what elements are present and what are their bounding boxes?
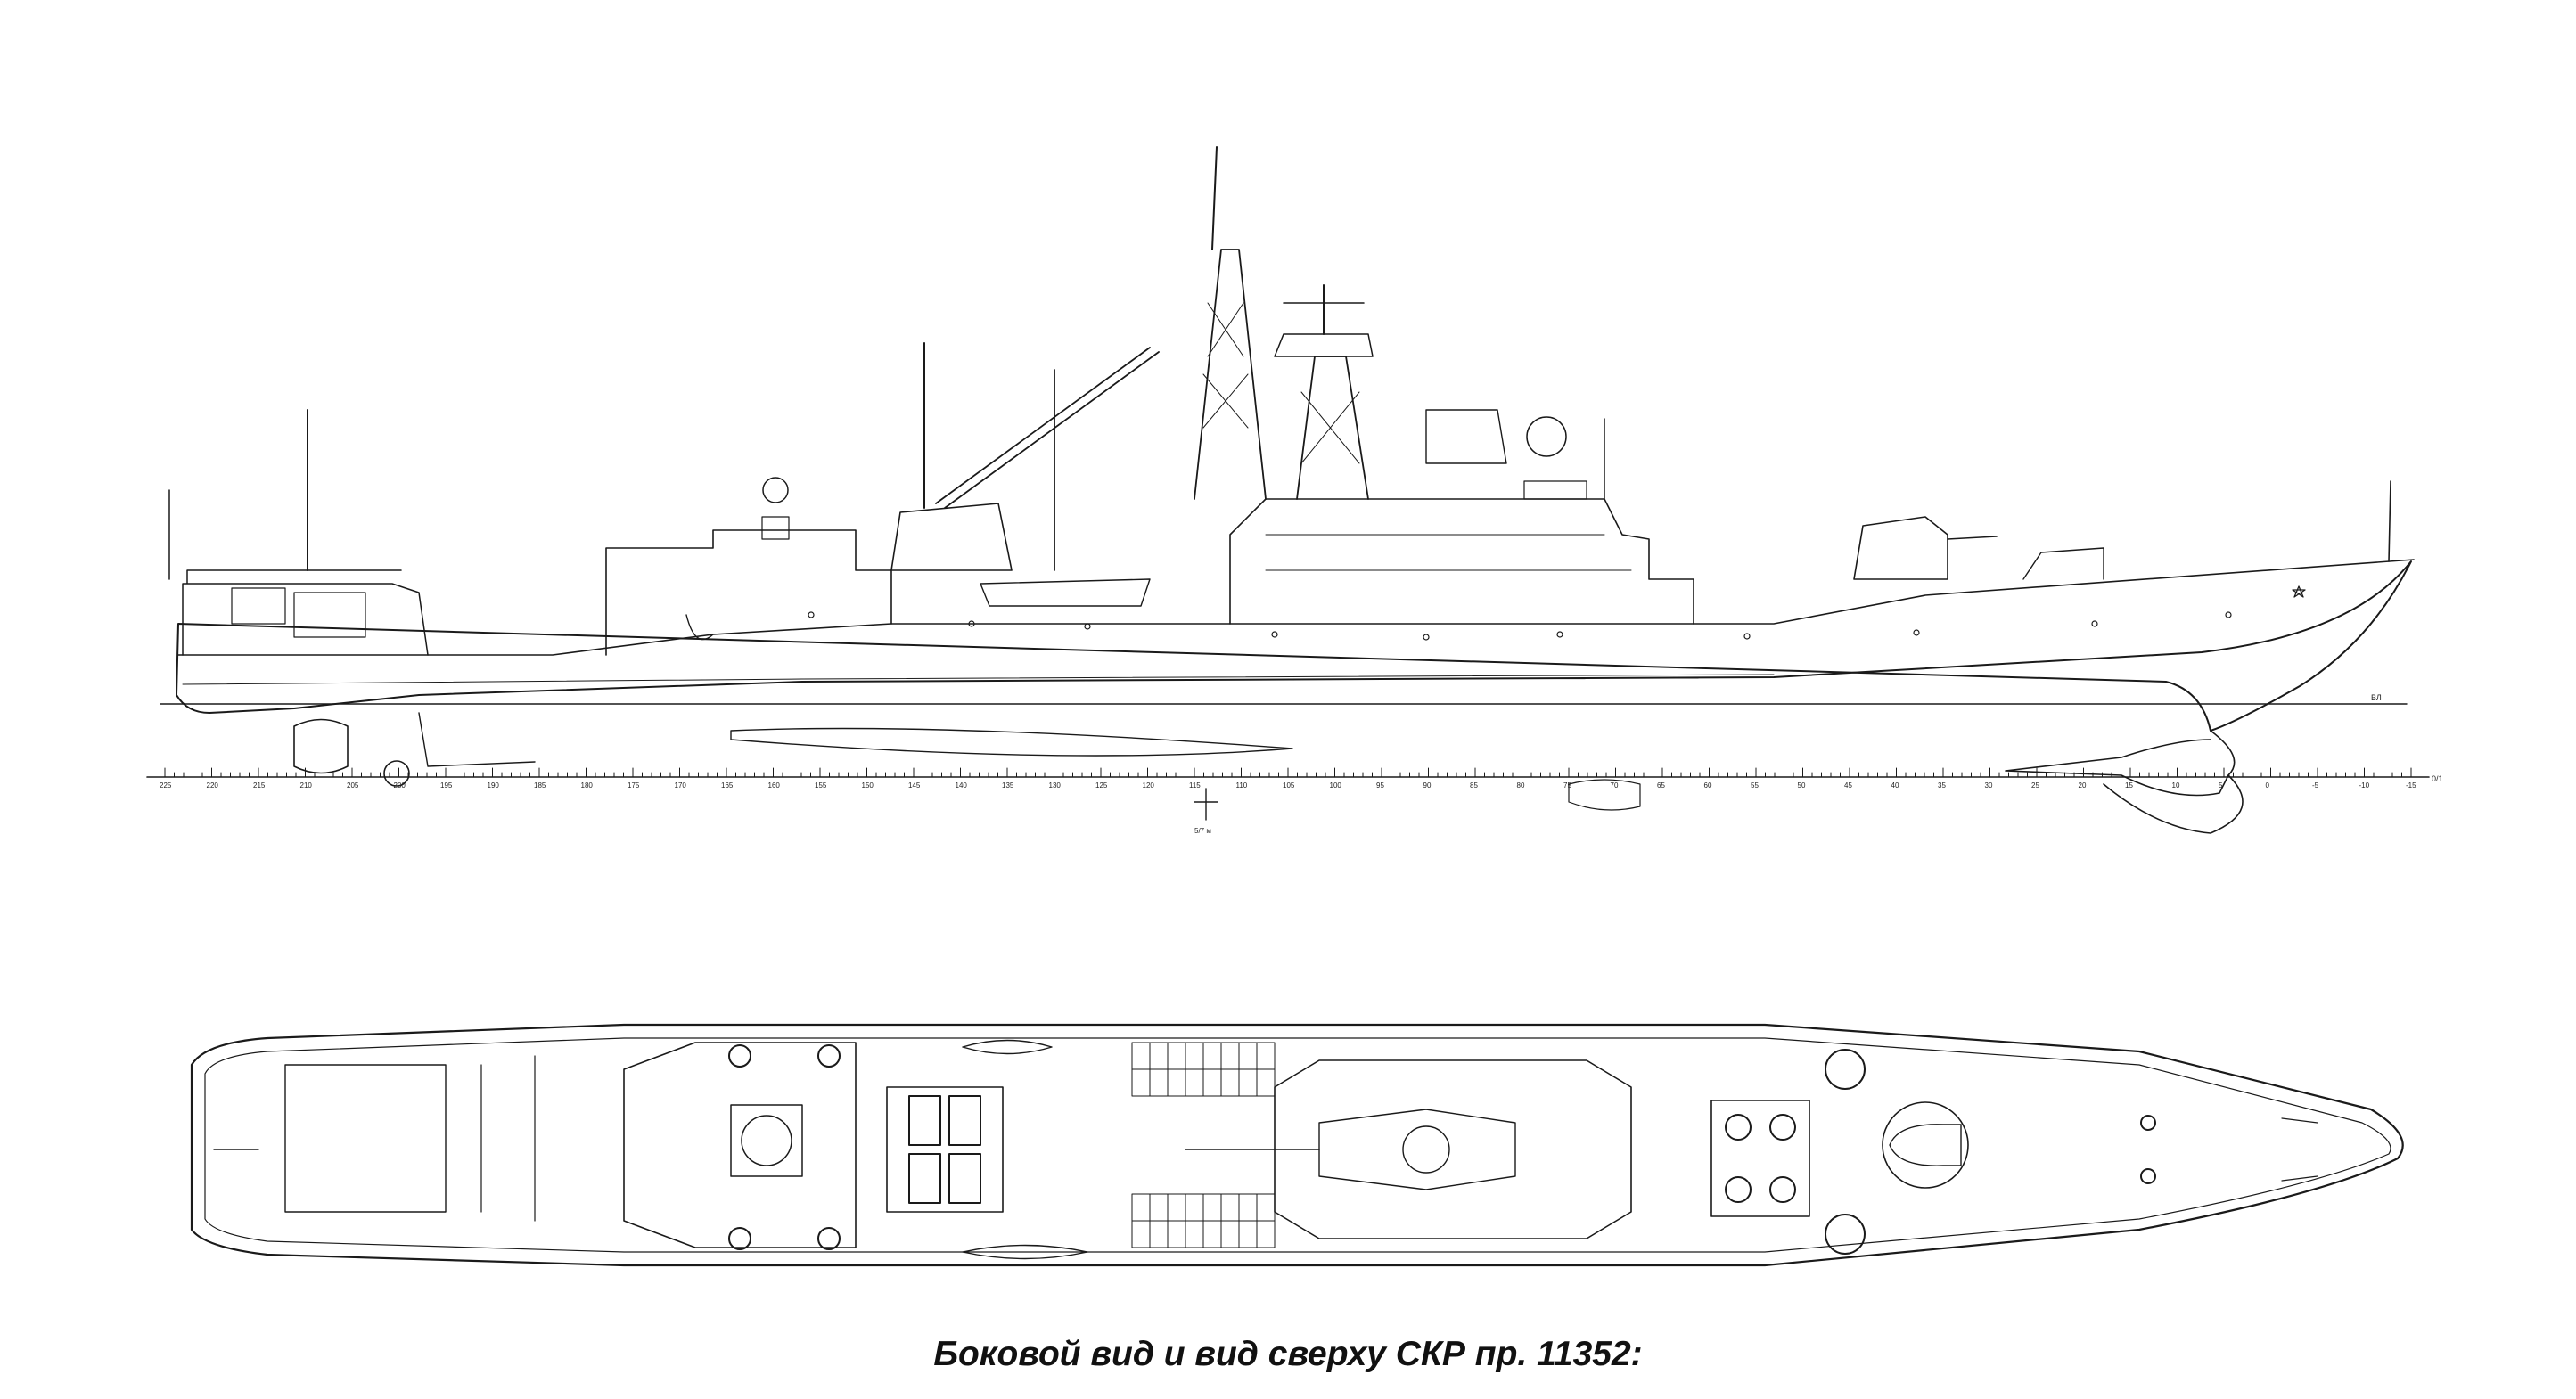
frame-scale-label: -10: [2359, 781, 2370, 789]
frame-scale-label: 75: [1563, 781, 1571, 789]
side-view: [146, 146, 2430, 834]
frame-scale-label: 85: [1470, 781, 1478, 789]
top-view: [190, 1023, 2404, 1267]
frame-scale-label: 190: [488, 781, 500, 789]
frame-scale-label: 215: [253, 781, 266, 789]
waterline-label: ВЛ: [2371, 693, 2382, 702]
frame-scale-label: 150: [862, 781, 874, 789]
section-mark-label: 5/7 м: [1194, 827, 1211, 835]
frame-scale-label: 155: [815, 781, 827, 789]
frame-scale-label: 140: [956, 781, 968, 789]
frame-scale-label: 65: [1657, 781, 1665, 789]
frame-scale-label: 120: [1143, 781, 1155, 789]
frame-scale-label: 100: [1330, 781, 1342, 789]
frame-scale-label: 170: [675, 781, 687, 789]
frame-scale-ticks: [164, 767, 2412, 778]
frame-scale-label: 80: [1517, 781, 1525, 789]
frame-scale-label: 30: [1985, 781, 1993, 789]
frame-scale-label: 195: [440, 781, 453, 789]
frame-scale-label: 110: [1236, 781, 1248, 789]
frame-scale-label: -5: [2312, 781, 2319, 789]
frame-scale-label: 70: [1611, 781, 1619, 789]
side-view-portholes: [808, 611, 2232, 641]
frame-scale-label: 60: [1704, 781, 1712, 789]
frame-scale-label: 95: [1376, 781, 1384, 789]
frame-end-label: 0/1: [2432, 774, 2443, 783]
frame-scale-label: 165: [721, 781, 734, 789]
frame-scale-label: 50: [1798, 781, 1806, 789]
frame-scale-label: 35: [1938, 781, 1946, 789]
top-view-hull: [190, 1023, 2404, 1267]
frame-scale-label: 200: [394, 781, 406, 789]
frame-scale-label: 0: [2266, 781, 2270, 789]
frame-scale-label: 160: [768, 781, 781, 789]
frame-scale-label: -15: [2406, 781, 2416, 789]
frame-scale-label: 105: [1283, 781, 1295, 789]
frame-scale-label: 90: [1423, 781, 1432, 789]
frame-scale-label: 25: [2031, 781, 2039, 789]
frame-scale-label: 15: [2125, 781, 2133, 789]
frame-scale-label: 225: [160, 781, 172, 789]
frame-scale-label: 55: [1751, 781, 1759, 789]
frame-scale-label: 5: [2219, 781, 2223, 789]
frame-scale-label: 175: [628, 781, 640, 789]
frame-scale-label: 185: [534, 781, 546, 789]
frame-scale-label: 180: [581, 781, 594, 789]
frame-scale-label: 45: [1844, 781, 1852, 789]
drawing-caption: Боковой вид и вид сверху СКР пр. 11352:: [933, 1335, 1643, 1373]
frame-scale-label: 130: [1049, 781, 1062, 789]
frame-scale-label: 205: [347, 781, 359, 789]
frame-scale-label: 40: [1891, 781, 1899, 789]
frame-scale-label: 210: [300, 781, 313, 789]
frame-scale-label: 125: [1095, 781, 1108, 789]
frame-scale-label: 135: [1002, 781, 1014, 789]
frame-scale-label: 220: [207, 781, 219, 789]
side-view-hull: [176, 560, 2412, 732]
frame-scale-label: 115: [1189, 781, 1201, 789]
frame-scale-label: 145: [908, 781, 921, 789]
frame-scale-label: 20: [2079, 781, 2087, 789]
frame-scale-label: 10: [2172, 781, 2180, 789]
